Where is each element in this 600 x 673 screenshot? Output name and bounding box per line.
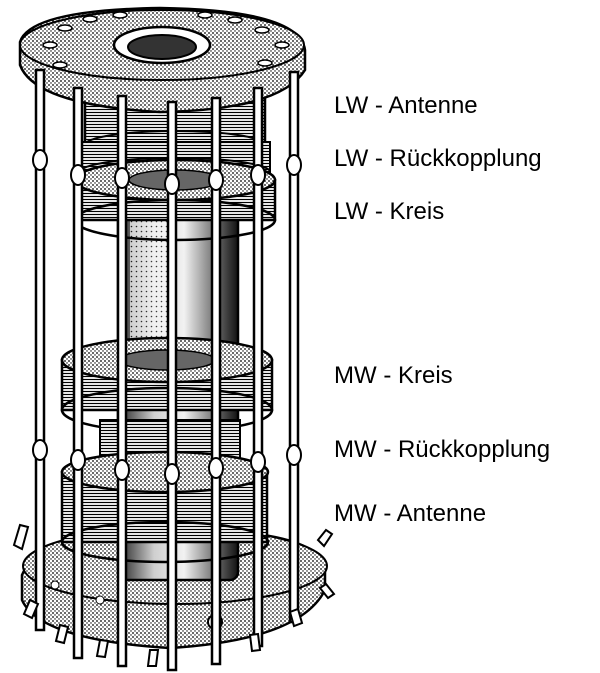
top-plate	[18, 6, 307, 114]
solder-joints	[32, 149, 302, 485]
cage-rods	[34, 68, 300, 672]
label-mw-kreis: MW - Kreis	[334, 362, 453, 389]
label-lw-antenne: LW - Antenne	[334, 92, 478, 119]
connection-lugs	[12, 523, 336, 667]
label-mw-antenne: MW - Antenne	[334, 500, 487, 527]
label-lw-kreis: LW - Kreis	[334, 198, 445, 225]
label-lw-rueckkopplung: LW - Rückkopplung	[334, 145, 542, 172]
label-mw-rueckkopplung: MW - Rückkopplung	[334, 436, 551, 463]
